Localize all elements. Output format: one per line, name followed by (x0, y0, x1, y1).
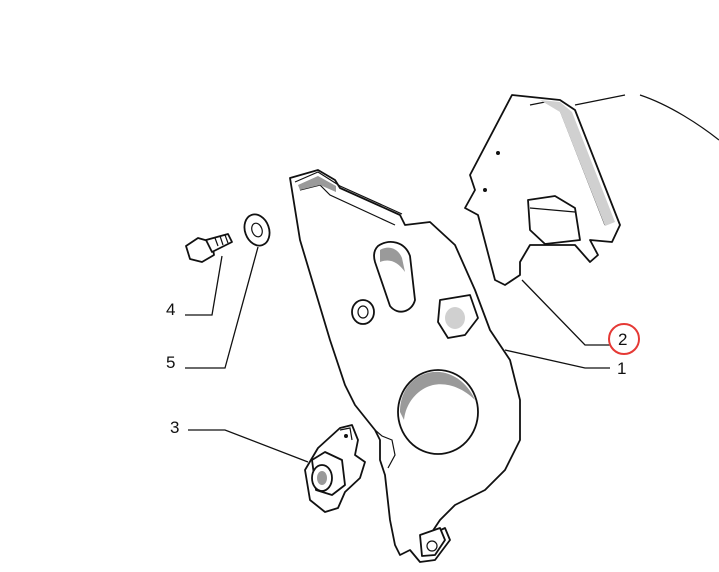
callout-5: 5 (166, 353, 175, 372)
upper-timing-cover[interactable] (464, 94, 621, 286)
bracket-hole (344, 434, 348, 438)
lower-timing-cover[interactable] (289, 169, 521, 563)
leader-line-3 (188, 429, 309, 463)
engine-block-outline (574, 94, 719, 141)
tensioner-bracket[interactable] (304, 424, 366, 513)
bolt[interactable] (185, 233, 233, 263)
leader-line-5 (185, 246, 259, 369)
cover-rivet (483, 188, 487, 192)
callout-1: 1 (617, 359, 626, 378)
leader-line-4 (185, 255, 223, 316)
leader-line-2 (521, 279, 610, 346)
callout-4: 4 (166, 300, 175, 319)
callout-2[interactable]: 2 (618, 330, 627, 349)
callout-3: 3 (170, 418, 179, 437)
leader-line-1 (504, 349, 610, 369)
cover-rivet (496, 151, 500, 155)
washer[interactable] (240, 211, 273, 249)
callout-2-highlight-circle (608, 323, 640, 355)
